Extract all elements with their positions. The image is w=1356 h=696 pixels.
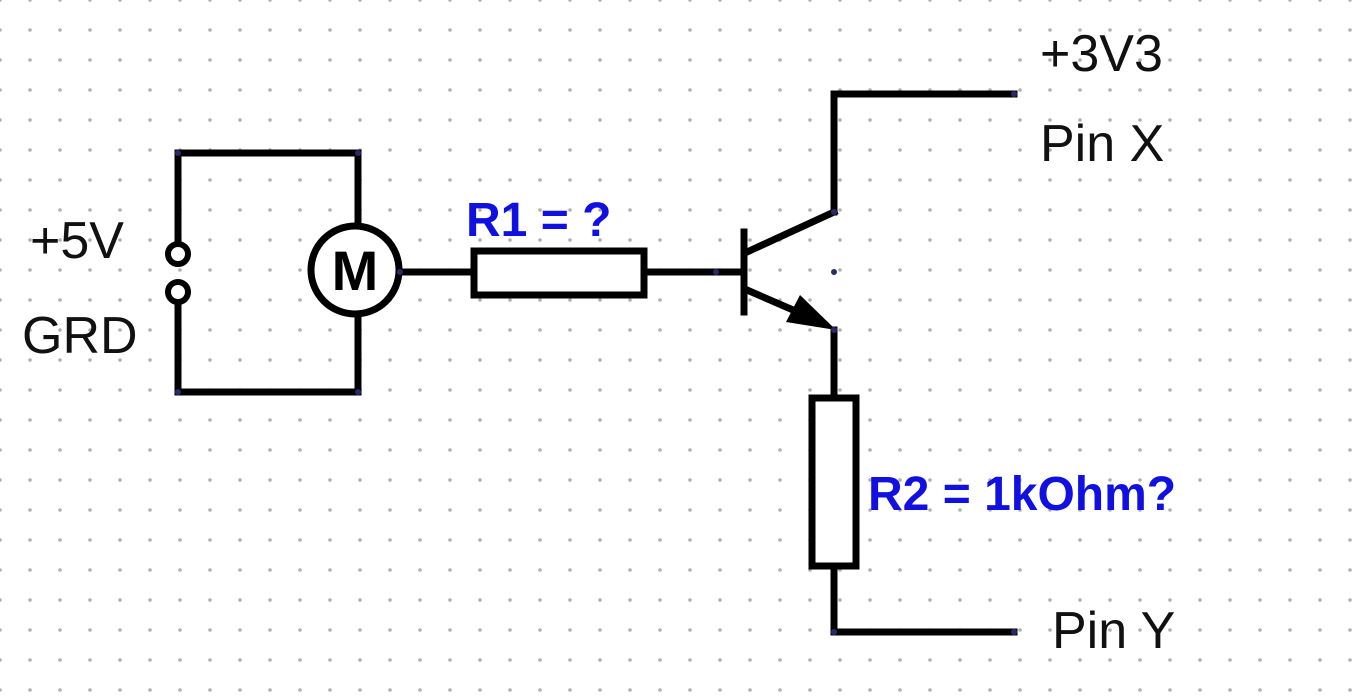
motor-symbol: M	[332, 239, 379, 302]
label-pin-y: Pin Y	[1052, 602, 1175, 660]
terminal-5v-icon	[165, 241, 191, 267]
wire-collector-pinx	[830, 90, 1018, 216]
supply-loop	[174, 149, 362, 396]
npn-transistor-icon	[740, 207, 839, 330]
label-pin-x: Pin X	[1040, 115, 1164, 173]
node-dots	[175, 91, 1017, 635]
resistor-r1-icon	[470, 247, 648, 299]
label-r2: R2 = 1kOhm?	[868, 468, 1176, 521]
resistor-r2-icon	[808, 394, 860, 570]
terminal-ground-icon	[165, 279, 191, 305]
label-5v: +5V	[30, 212, 124, 270]
motor-icon: M	[307, 222, 403, 318]
label-ground: GRD	[22, 307, 138, 365]
label-3v3: +3V3	[1040, 25, 1163, 83]
label-r1: R1 = ?	[466, 194, 611, 247]
